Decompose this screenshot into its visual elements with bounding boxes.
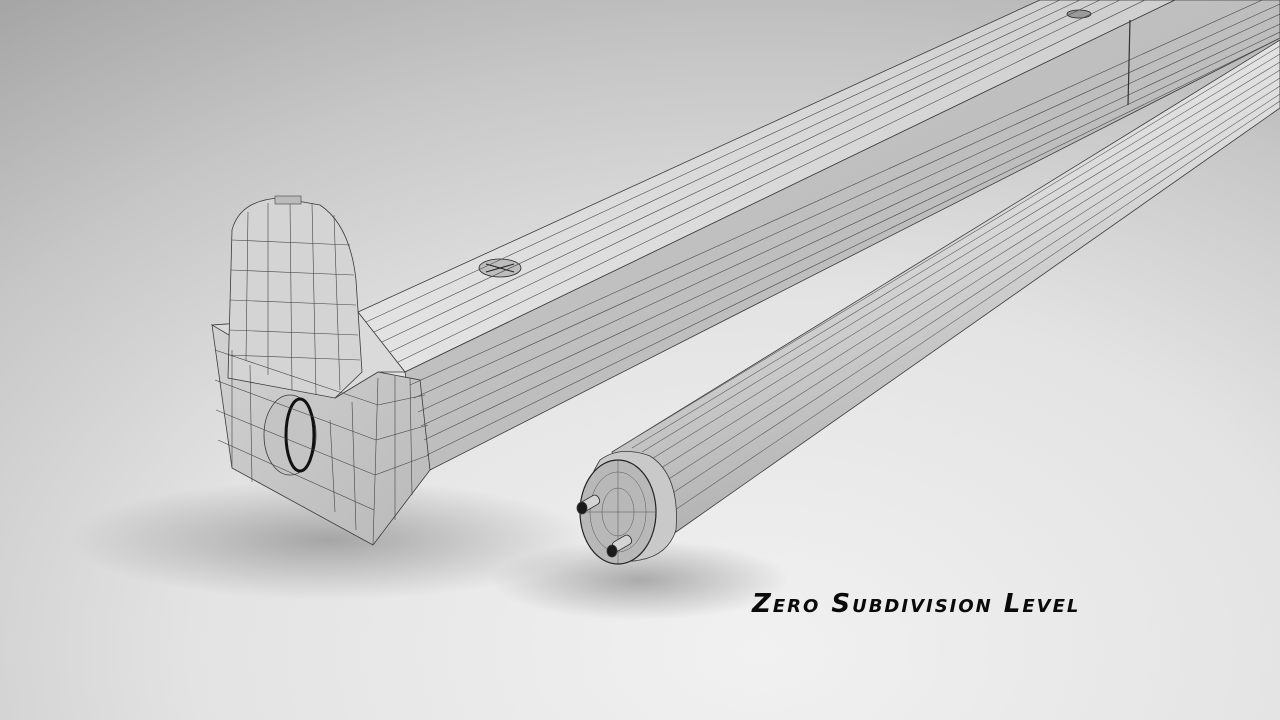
fixture-shadow [70,480,590,600]
tube-shadow [490,540,790,620]
fluorescent-tube [576,39,1280,565]
tube-pins [576,494,633,558]
fixture-top-wireframe [365,0,1175,363]
socket-ring [263,394,317,476]
subdivision-caption: Zero Subdivision Level [752,589,1081,619]
fixture-side-wireframe [409,0,1280,456]
socket-rim [284,397,316,473]
end-cap-wireframe [214,349,430,546]
lamp-tab-wireframe [227,195,361,396]
fixture-batten [210,0,1280,546]
lamp-holder-tab [227,197,363,399]
